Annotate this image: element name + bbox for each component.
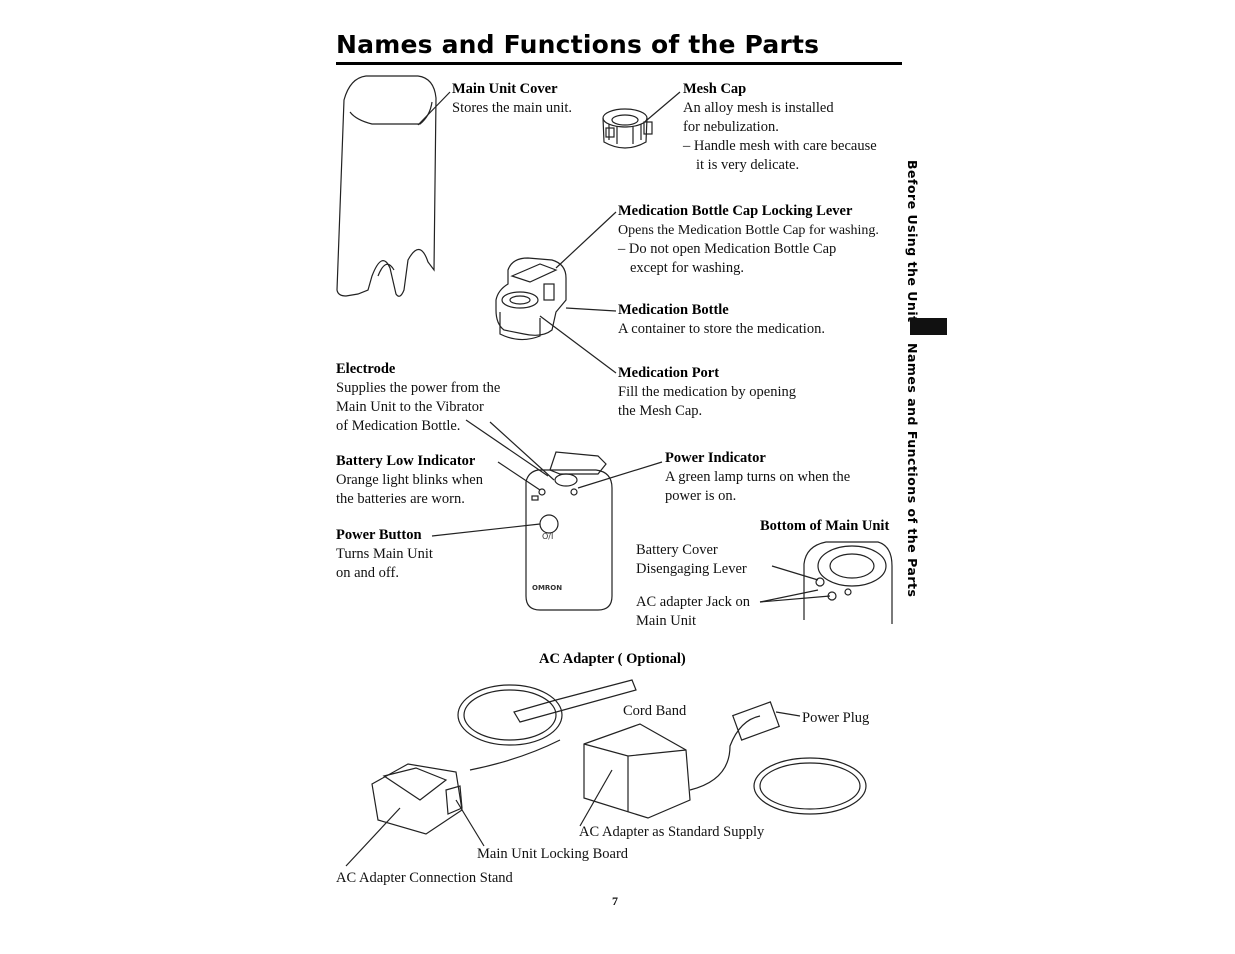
part-desc-line: Stores the main unit. — [452, 100, 573, 116]
label-line: Battery Cover — [636, 542, 718, 558]
power-plug-label: Power Plug — [802, 710, 870, 726]
part-desc-line: of Medication Bottle. — [336, 418, 461, 434]
part-name: Main Unit Cover — [452, 81, 558, 97]
main-unit-cover-illustration — [336, 75, 451, 297]
title-rule — [336, 62, 902, 65]
part-desc-line: Turns Main Unit — [336, 546, 433, 562]
part-desc-line: – Do not open Medication Bottle Cap — [618, 241, 837, 257]
locking-board-label: Main Unit Locking Board — [477, 846, 629, 862]
part-name: Medication Port — [618, 365, 720, 381]
label-line: Main Unit — [636, 613, 697, 629]
medication-bottle-callout: Medication Bottle A container to store t… — [618, 301, 825, 339]
brand-mark: OMRON — [532, 584, 563, 592]
sidebar-section-label: Before Using the Unit — [905, 160, 920, 323]
part-desc-line: Fill the medication by opening — [618, 384, 797, 400]
part-name: Mesh Cap — [683, 81, 747, 97]
mesh-cap-callout: Mesh Cap An alloy mesh is installed for … — [683, 80, 877, 175]
part-desc-line: except for washing. — [630, 260, 744, 276]
part-desc-line: A container to store the medication. — [618, 321, 825, 337]
part-desc-line: Orange light blinks when — [336, 472, 483, 488]
part-desc-line: Opens the Medication Bottle Cap for wash… — [618, 223, 879, 238]
locking-lever-callout: Medication Bottle Cap Locking Lever Open… — [618, 202, 879, 278]
medication-bottle-illustration — [495, 211, 617, 374]
sidebar-subsection-label: Names and Functions of the Parts — [905, 343, 920, 598]
part-desc-line: – Handle mesh with care because — [683, 138, 877, 154]
cord-band-label: Cord Band — [623, 703, 687, 719]
main-unit-illustration — [431, 419, 663, 611]
battery-low-callout: Battery Low Indicator Orange light blink… — [336, 452, 483, 509]
page-number: 7 — [612, 894, 618, 908]
connection-stand-label: AC Adapter Connection Stand — [336, 870, 513, 886]
part-desc-line: for nebulization. — [683, 119, 779, 135]
section-sidebar: Before Using the Unit Names and Function… — [905, 160, 935, 600]
part-name: Power Indicator — [665, 450, 766, 466]
part-desc-line: A green lamp turns on when the — [665, 469, 851, 485]
part-name: Medication Bottle — [618, 302, 729, 318]
main-unit-cover-callout: Main Unit Cover Stores the main unit. — [452, 80, 572, 118]
bottom-unit-illustration — [759, 541, 893, 624]
part-desc-line: on and off. — [336, 565, 399, 581]
ac-adapter-illustration — [345, 679, 867, 867]
ac-jack-label: AC adapter Jack on Main Unit — [636, 593, 750, 631]
label-line: Disengaging Lever — [636, 561, 747, 577]
label-line: AC adapter Jack on — [636, 594, 750, 610]
bottom-unit-heading: Bottom of Main Unit — [760, 518, 890, 534]
page-title: Names and Functions of the Parts — [336, 30, 820, 59]
part-desc-line: power is on. — [665, 488, 737, 504]
mesh-cap-illustration — [602, 91, 681, 149]
standard-supply-label: AC Adapter as Standard Supply — [579, 824, 765, 840]
part-name: Electrode — [336, 361, 396, 377]
battery-cover-lever-label: Battery Cover Disengaging Lever — [636, 541, 747, 579]
part-desc-line: Main Unit to the Vibrator — [336, 399, 484, 415]
part-name: Medication Bottle Cap Locking Lever — [618, 203, 853, 219]
electrode-callout: Electrode Supplies the power from the Ma… — [336, 360, 500, 436]
ac-adapter-heading: AC Adapter ( Optional) — [539, 651, 686, 667]
part-desc-line: it is very delicate. — [696, 157, 800, 173]
sidebar-tab-marker — [910, 318, 947, 335]
part-name: Battery Low Indicator — [336, 453, 476, 469]
medication-port-callout: Medication Port Fill the medication by o… — [618, 364, 796, 421]
part-desc-line: An alloy mesh is installed — [683, 100, 834, 116]
part-name: Power Button — [336, 527, 422, 543]
power-button-callout: Power Button Turns Main Unit on and off. — [336, 526, 433, 583]
part-desc-line: the Mesh Cap. — [618, 403, 703, 419]
part-desc-line: Supplies the power from the — [336, 380, 501, 396]
part-desc-line: the batteries are worn. — [336, 491, 465, 507]
power-indicator-callout: Power Indicator A green lamp turns on wh… — [665, 449, 850, 506]
power-symbol-label: O/I — [542, 532, 554, 541]
